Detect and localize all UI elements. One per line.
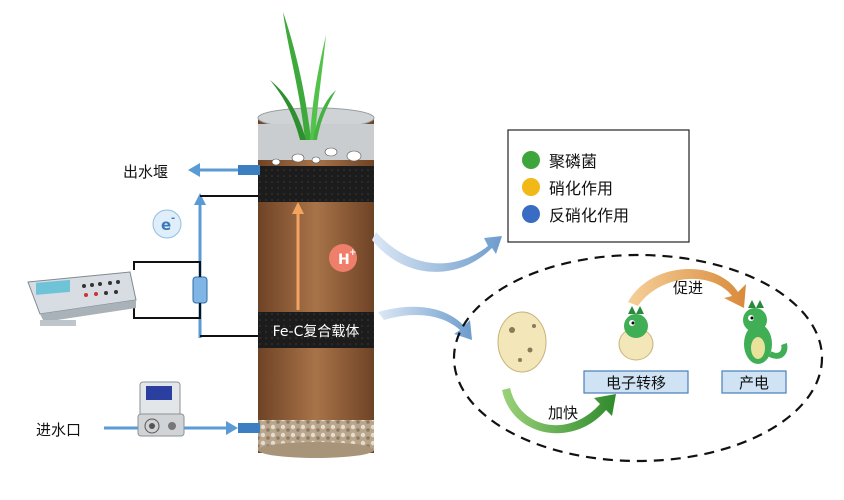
egg-icon: [497, 311, 547, 373]
legend-swatch-denitrification: [522, 205, 540, 223]
legend-box: 聚磷菌 硝化作用 反硝化作用: [507, 129, 690, 243]
proton-arrowhead: [292, 202, 304, 214]
external-circuit: e -: [133, 193, 258, 338]
process-ellipse: 促进 加快 电子转移 产电: [452, 253, 824, 463]
accelerate-label: 加快: [548, 404, 578, 422]
electron-arrowhead: [194, 193, 206, 205]
legend-label-nitrification: 硝化作用: [549, 179, 613, 198]
pump-icon: [137, 381, 185, 437]
electron-transfer-label: 电子转移: [606, 374, 666, 392]
dinosaur-icon: [743, 300, 788, 364]
power-generation-label: 产电: [739, 374, 769, 392]
dashed-ellipse: [452, 253, 824, 463]
meter-wire-top: [133, 261, 201, 277]
outlet-connector: [238, 165, 260, 175]
top-pebbles: [271, 147, 362, 166]
proton-label: H: [338, 252, 350, 268]
upper-black-layer: [258, 166, 374, 202]
accelerate-arrow: [502, 388, 616, 434]
plant-icon: [270, 12, 336, 140]
electron-label: e: [161, 216, 171, 234]
legend-label-pao: 聚磷菌: [549, 152, 597, 171]
hatching-dinosaur-icon: [618, 306, 654, 361]
constructed-wetland-column: H + Fe-C复合载体: [257, 12, 375, 458]
outlet-arrowhead: [188, 163, 200, 177]
resistor-icon: [192, 276, 208, 304]
outlet-label: 出水堰: [123, 163, 168, 181]
electron-transfer-box: [583, 370, 689, 394]
promote-label: 促进: [673, 279, 703, 297]
legend-swatch-nitrification: [522, 178, 540, 196]
promote-arrow: [628, 269, 746, 308]
fe-c-carrier-layer: [258, 312, 374, 348]
legend-label-denitrification: 反硝化作用: [549, 206, 629, 225]
electron-circle: [152, 209, 182, 239]
upper-curved-arrow: [372, 232, 502, 272]
outlet-assembly: 出水堰: [123, 163, 260, 181]
meter-wire-bottom: [133, 303, 201, 319]
legend-swatch-pao: [522, 151, 540, 169]
inlet-arrowhead: [226, 421, 238, 435]
data-logger-icon: [27, 271, 137, 326]
column-bottom: [258, 442, 374, 458]
inlet-label: 进水口: [36, 421, 81, 439]
carrier-label: Fe-C复合载体: [273, 323, 360, 340]
proton-sup: +: [349, 248, 357, 258]
proton-circle: [329, 244, 357, 272]
curved-arrows: [372, 232, 502, 340]
lower-curved-arrow: [378, 306, 472, 340]
power-generation-box: [721, 370, 787, 394]
inlet-connector: [238, 423, 260, 433]
electron-sup: -: [171, 213, 175, 224]
inlet-assembly: 进水口: [36, 381, 260, 439]
